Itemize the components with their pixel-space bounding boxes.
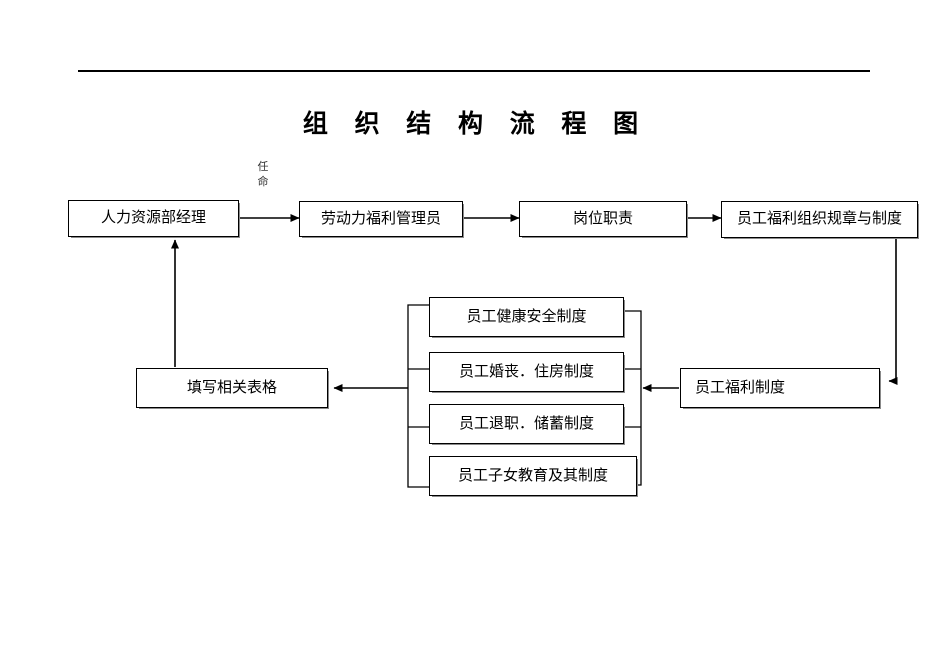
node-fill-forms[interactable]: 填写相关表格 (136, 368, 328, 408)
header-divider-line (78, 70, 870, 72)
node-welfare-org-rules[interactable]: 员工福利组织规章与制度 (721, 201, 918, 238)
node-employee-welfare-system[interactable]: 员工福利制度 (680, 368, 880, 408)
page-title: 组 织 结 构 流 程 图 (302, 109, 648, 138)
connector-org-rules-to-welfare-system (888, 239, 898, 385)
node-welfare-admin[interactable]: 劳动力福利管理员 (299, 201, 463, 237)
node-children-education[interactable]: 员工子女教育及其制度 (429, 456, 637, 496)
node-health-safety[interactable]: 员工健康安全制度 (429, 297, 624, 337)
node-hr-manager[interactable]: 人力资源部经理 (68, 200, 239, 237)
node-job-duty[interactable]: 岗位职责 (519, 201, 687, 237)
node-marriage-housing[interactable]: 员工婚丧．住房制度 (429, 352, 624, 392)
node-retire-savings[interactable]: 员工退职．储蓄制度 (429, 404, 624, 444)
bracket-subsystems-left (407, 304, 430, 488)
label-appointment: 任命 (257, 161, 269, 188)
